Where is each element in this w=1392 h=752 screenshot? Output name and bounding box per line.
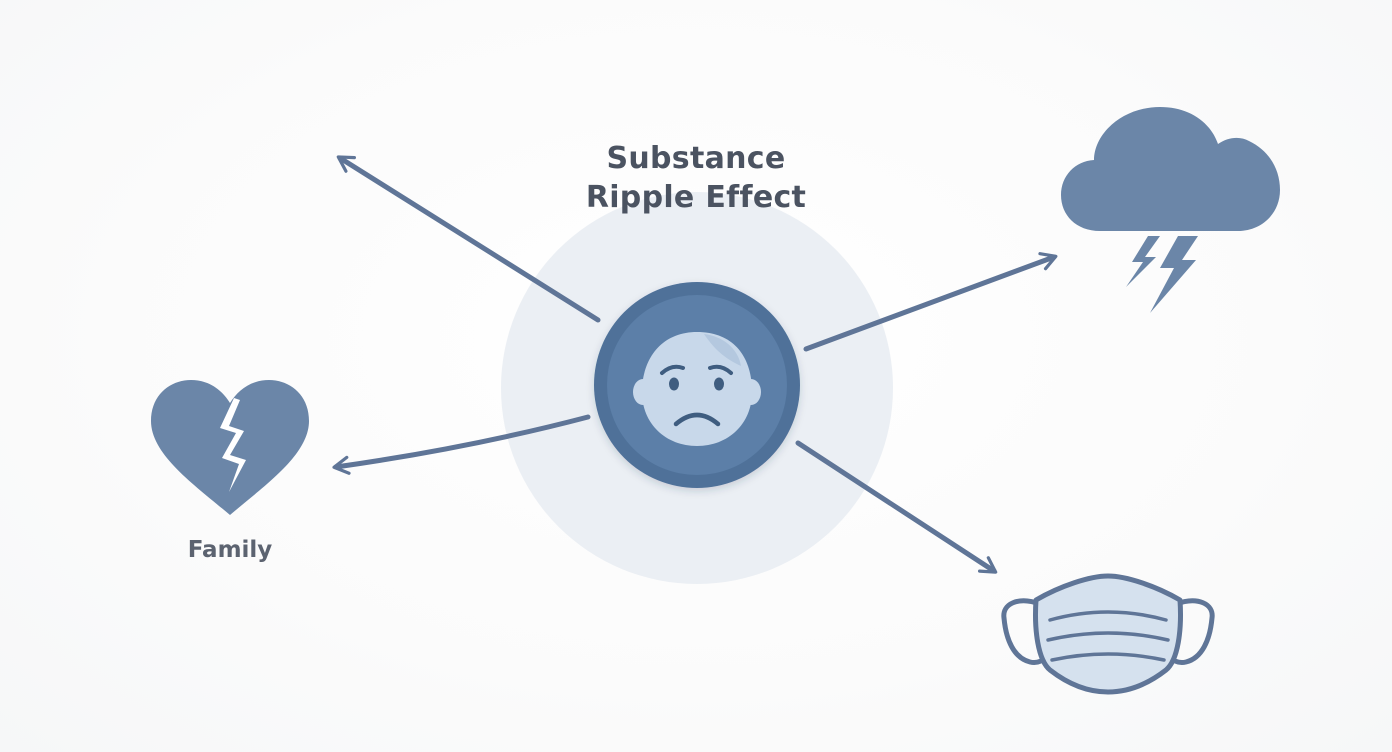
arrow-to-mask <box>795 440 998 574</box>
family-label: Family <box>187 537 273 563</box>
sad-face-icon <box>633 332 761 446</box>
storm-cloud-icon <box>1061 107 1280 313</box>
arrow-to-top-left <box>336 155 601 323</box>
face-mask-icon <box>1001 573 1215 695</box>
arrow-to-storm <box>803 252 1058 352</box>
diagram-title-line-1: Substance <box>606 141 786 176</box>
diagram-title-line-2: Ripple Effect <box>585 180 807 215</box>
arrow-to-family <box>332 414 591 475</box>
broken-heart-icon <box>151 380 309 515</box>
